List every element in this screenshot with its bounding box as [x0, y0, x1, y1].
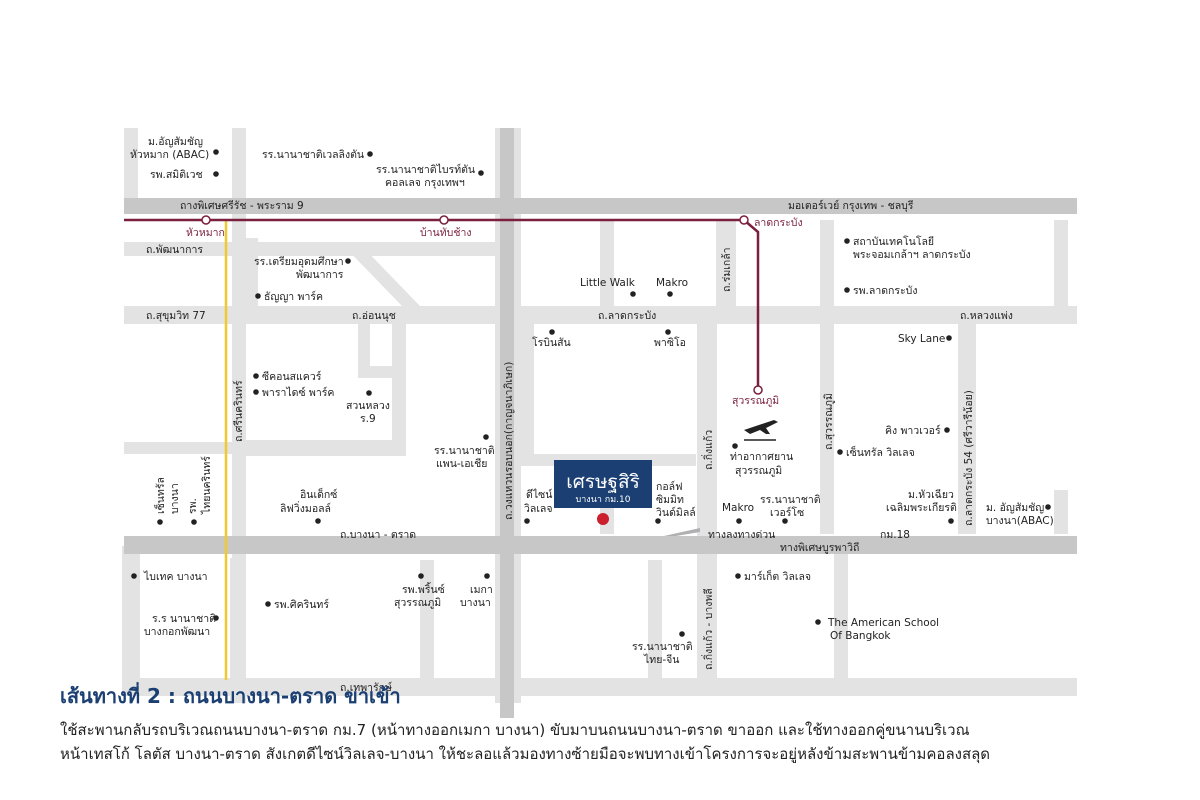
poi-dots: [131, 149, 1051, 637]
road-label-thepharak: ถ.เทพารักษ์: [340, 681, 392, 694]
route-description-line1: ใช้สะพานกลับรถบริเวณถนนบางนา-ตราด กม.7 (…: [60, 721, 970, 739]
station-banthapchang-label: บ้านทับช้าง: [420, 227, 471, 239]
poi-kmitl-1: สถาบันเทคโนโลยี: [853, 235, 934, 248]
poi-biotec: ไบเทค บางนา: [143, 570, 208, 583]
route-title: เส้นทางที่ 2 : ถนนบางนา-ตราด ขาเข้า: [60, 684, 401, 708]
poi-skylane: Sky Lane: [898, 333, 945, 345]
poi-sikarin: รพ.ศิครินทร์: [274, 598, 329, 611]
airport-label-line1: ท่าอากาศยาน: [730, 451, 793, 463]
road-label-suvarnabhumi-rd: ถ.สุวรรณภูมิ: [823, 393, 835, 450]
poi-triam-2: พัฒนาการ: [296, 269, 344, 281]
poi-paradise: พาราไดซ์ พาร์ค: [262, 386, 334, 399]
road-label-romklao: ถ.ร่มเกล้า: [721, 247, 733, 292]
poi-mega-2: บางนา: [460, 597, 491, 609]
poi-makro-mid: Makro: [722, 502, 754, 514]
poi-lkb-hosp: รพ.ลาดกระบัง: [853, 285, 917, 297]
route-caption: เส้นทางที่ 2 : ถนนบางนา-ตราด ขาเข้า ใช้ส…: [60, 680, 1160, 766]
poi-abac-bangna-2: บางนา(ABAC): [986, 515, 1054, 527]
poi-central-bangna-1: เซ็นทรัล: [153, 477, 167, 514]
road-label-km18: กม.18: [880, 529, 910, 541]
poi-thaichinese-2: ไทย-จีน: [643, 653, 679, 666]
poi-dcv-1: ดีไซน์: [526, 488, 553, 501]
poi-bangkok-patana-2: บางกอกพัฒนา: [144, 626, 210, 638]
poi-abac-huamak-2: หัวหมาก (ABAC): [130, 149, 209, 161]
poi-samitivej: รพ.สมิติเวช: [150, 169, 203, 181]
road-label-phatthanakan: ถ.พัฒนาการ: [146, 244, 203, 256]
poi-thainakarin-1: รพ.: [187, 498, 199, 514]
poi-market: มาร์เก็ต วิลเลจ: [744, 569, 811, 583]
road-label-luangphaeng: ถ.หลวงแพ่ง: [960, 310, 1013, 322]
poi-american-1: The American School: [827, 617, 939, 629]
road-label-kingkaew-bangphli: ถ.กิ่งแก้ว - บางพลี: [701, 588, 715, 670]
poi-abac-bangna-1: ม. อัญสัมชัญ: [986, 502, 1044, 514]
secondary-roads: [122, 128, 1077, 703]
station-latkrabang-label: ลาดกระบัง: [754, 217, 803, 229]
poi-american-2: Of Bangkok: [830, 630, 891, 642]
project-location-dot: [597, 513, 609, 525]
poi-huachiew-2: เฉลิมพระเกียรติ: [886, 501, 957, 514]
airport-rail-link: [124, 218, 760, 390]
airplane-icon: [744, 420, 778, 441]
poi-brighton-1: รร.นานาชาติไบรท์ตัน: [376, 163, 475, 176]
poi-verso-2: เวอร์โซ: [770, 506, 804, 519]
poi-panasia-1: รร.นานาชาติ: [434, 445, 495, 457]
poi-thanya: ธัญญา พาร์ค: [264, 290, 323, 303]
road-label-bangna-trad: ถ.บางนา - ตราด: [340, 529, 416, 541]
road-label-sukhumvit77: ถ.สุขุมวิท 77: [146, 310, 206, 322]
road-label-outer-ring: ถ.วงแหวนรอบนอก(กาญจนาภิเษก): [503, 362, 515, 520]
poi-dcv-2: วิลเลจ: [524, 503, 553, 515]
poi-central-village: เซ็นทรัล วิลเลจ: [846, 445, 915, 459]
poi-mega-1: เมกา: [470, 584, 493, 596]
exit-ramp: [664, 528, 700, 536]
poi-thaichinese-1: รร.นานาชาติ: [632, 641, 693, 653]
poi-prince-1: รพ.พริ้นซ์: [402, 582, 445, 596]
poi-makro-top: Makro: [656, 277, 688, 289]
expressways: [124, 128, 1077, 718]
poi-index-1: อินเด็กซ์: [300, 487, 337, 501]
project-box: [554, 460, 652, 508]
poi-index-2: ลิฟวิ่งมอลล์: [280, 501, 331, 515]
poi-littlewalk: Little Walk: [580, 277, 636, 289]
poi-thainakarin-2: ไทยนครินทร์: [200, 456, 213, 515]
airport-label-line2: สุวรรณภูมิ: [735, 465, 782, 477]
poi-wells: รร.นานาชาติเวลลิงตัน: [262, 149, 364, 161]
poi-triam-1: รร.เตรียมอุดมศึกษา: [254, 255, 344, 268]
poi-paseo: พาซิโอ: [654, 336, 686, 349]
road-label-latkrabang: ถ.ลาดกระบัง: [598, 310, 656, 322]
poi-kingpower: คิง พาวเวอร์: [885, 424, 941, 437]
rail-stations: [201, 215, 763, 395]
poi-seacon: ซีคอนสแควร์: [262, 370, 322, 383]
poi-golf-3: วินด์มิลล์: [656, 506, 696, 519]
poi-bangkok-patana-1: ร.ร นานาชาติ: [152, 613, 216, 625]
poi-brighton-2: คอลเลจ กรุงเทพฯ: [385, 177, 465, 189]
poi-suanluang-1: สวนหลวง: [346, 400, 390, 412]
poi-golf-2: ซิมมิท: [656, 494, 684, 506]
poi-robinson: โรบินสัน: [532, 336, 571, 349]
poi-central-bangna-2: บางนา: [169, 483, 181, 514]
poi-prince-2: สุวรรณภูมิ: [394, 597, 441, 609]
road-label-onnut: ถ.อ่อนนุช: [352, 310, 396, 322]
route-description-line2: หน้าเทสโก้ โลตัส บางนา-ตราด สังเกตดีไซน์…: [60, 745, 991, 763]
project-name: เศรษฐสิริ: [566, 471, 640, 493]
station-suvarnabhumi-label: สุวรรณภูมิ: [732, 395, 779, 407]
poi-suanluang-2: ร.9: [360, 413, 376, 425]
station-huamak-label: หัวหมาก: [186, 227, 225, 239]
poi-abac-huamak-1: ม.อัญสัมชัญ: [148, 136, 203, 148]
poi-verso-1: รร.นานาชาติ: [760, 494, 821, 506]
road-label-kingkaew: ถ.กิ่งแก้ว: [701, 430, 715, 470]
road-label-srinakarin: ถ.ศรีนครินทร์: [232, 380, 245, 442]
poi-huachiew-1: ม.หัวเฉียว: [908, 488, 954, 501]
road-label-top-left: ถางพิเศษศรีรัช - พระราม 9: [180, 199, 304, 212]
poi-golf-1: กอล์ฟ: [656, 480, 683, 493]
project-sub: บางนา กม.10: [576, 495, 631, 505]
poi-kmitl-2: พระจอมเกล้าฯ ลาดกระบัง: [853, 249, 971, 261]
diagonal-road: [340, 242, 420, 306]
road-label-burapha: ทางพิเศษบูรพาวิถี: [780, 541, 859, 554]
road-label-top-right: มอเตอร์เวย์ กรุงเทพ - ชลบุรี: [788, 199, 914, 212]
poi-panasia-2: แพน-เอเชีย: [436, 457, 487, 470]
road-label-latkrabang54: ถ.ลาดกระบัง 54 (ศรีวารีน้อย): [962, 390, 975, 526]
road-label-exit: ทางลงทางด่วน: [708, 529, 775, 541]
